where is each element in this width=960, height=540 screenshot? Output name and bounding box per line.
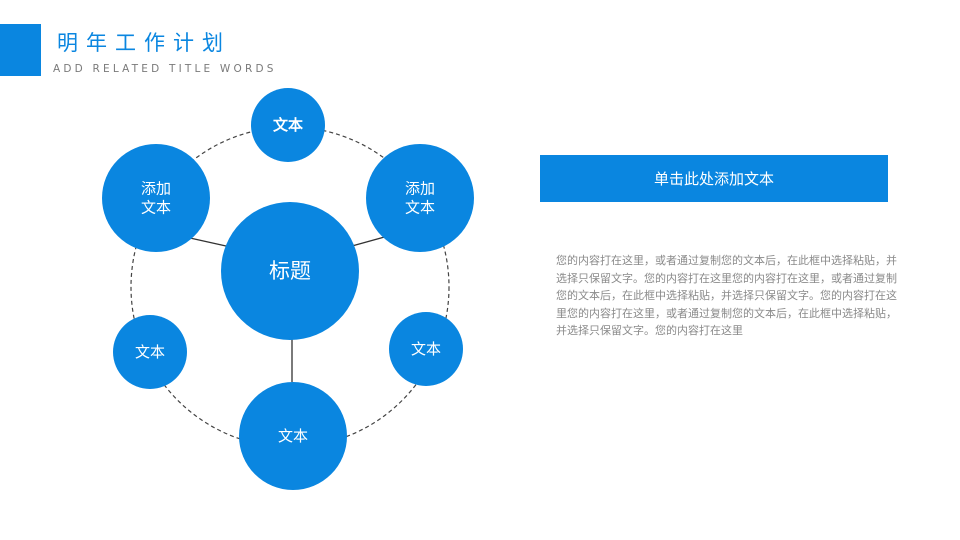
node-bottom-circle[interactable] [239,382,347,490]
node-label-line: 文本 [141,199,171,217]
banner-label: 单击此处添加文本 [653,170,774,188]
node-top-circle[interactable] [251,88,325,162]
add-text-banner[interactable]: 单击此处添加文本 [540,155,888,202]
node-lower-right-circle[interactable] [389,312,463,386]
node-upper-right-circle[interactable] [366,144,474,252]
page-title: 明年工作计划 [57,31,231,55]
node-label-line: 添加 [405,180,435,198]
body-paragraph: 您的内容打在这里，或者通过复制您的文本后，在此框中选择粘贴，并选择只保留文字。您… [556,254,897,337]
node-upper-right-label: 添加文本 [405,180,435,217]
node-label-line: 文本 [405,199,435,217]
node-top-label: 文本 [273,116,303,134]
node-upper-left-circle[interactable] [102,144,210,252]
title-accent-block [0,24,41,76]
node-label-line: 添加 [141,180,171,198]
node-lower-right-label: 文本 [411,340,441,358]
node-upper-left-label: 添加文本 [141,180,171,217]
connector-upper-right [351,235,389,247]
node-bottom-label: 文本 [278,427,308,445]
center-node-circle[interactable] [221,202,359,340]
node-lower-left-label: 文本 [135,343,165,361]
node-lower-left-circle[interactable] [113,315,187,389]
page-subtitle: ADD RELATED TITLE WORDS [53,63,277,75]
center-node-label: 标题 [269,259,311,283]
